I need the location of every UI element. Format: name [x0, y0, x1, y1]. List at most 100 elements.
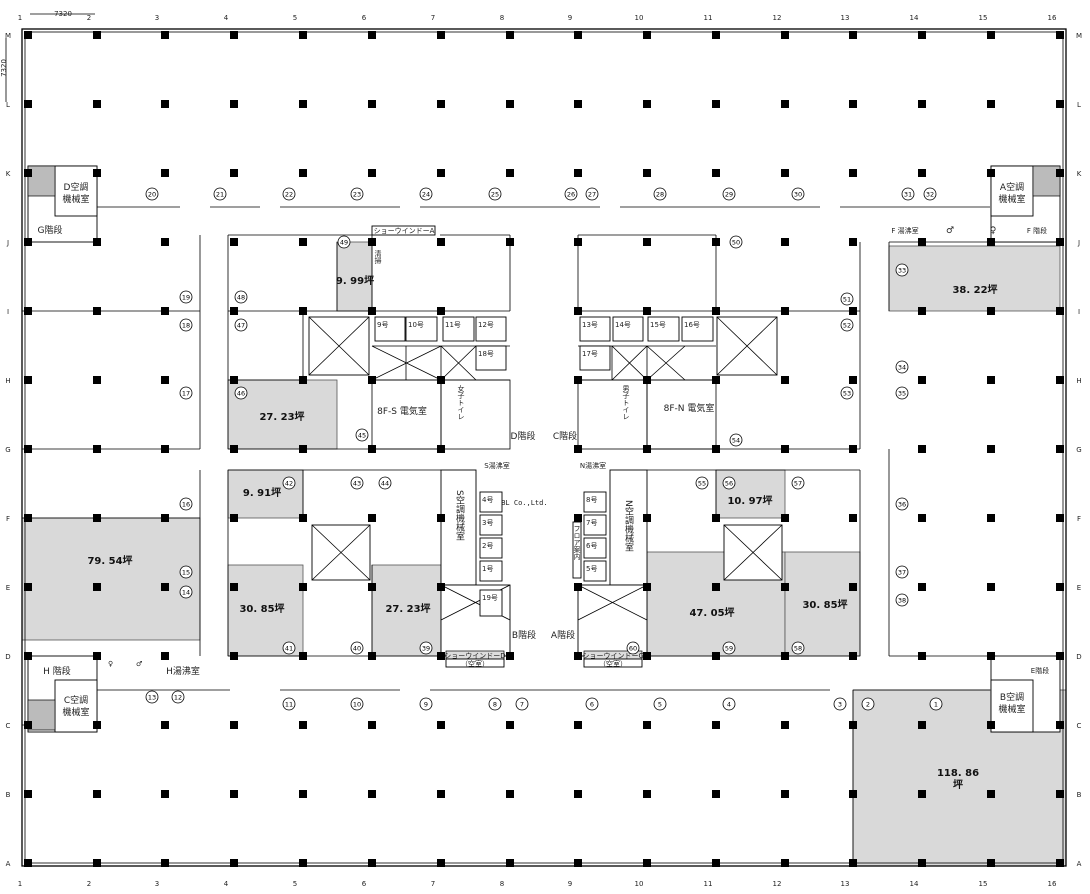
- row-label-left: C: [6, 722, 11, 730]
- pillar: [987, 790, 995, 798]
- b-machine-room-label-2: 機械室: [998, 703, 1025, 715]
- column-label-top: 1: [18, 14, 22, 22]
- pillar: [161, 31, 169, 39]
- row-label-left: E: [6, 584, 10, 592]
- unit-number-circle: [653, 187, 667, 201]
- pillar: [230, 307, 238, 315]
- pillar: [299, 238, 307, 246]
- pillar: [574, 859, 582, 867]
- elevator: [612, 316, 644, 342]
- pillar: [299, 376, 307, 384]
- elevator-label: 19号: [482, 594, 498, 602]
- pillar: [93, 238, 101, 246]
- pillar: [987, 307, 995, 315]
- pillar: [574, 514, 582, 522]
- pillar: [161, 583, 169, 591]
- unit-number-circle: [895, 593, 909, 607]
- unit-number: 59: [725, 645, 733, 653]
- pillar: [368, 376, 376, 384]
- pillar: [643, 31, 651, 39]
- pillar: [918, 31, 926, 39]
- pillar: [781, 238, 789, 246]
- pillar: [24, 238, 32, 246]
- unit-number: 14: [182, 589, 190, 597]
- unit-number: 31: [904, 191, 912, 199]
- unit-number-circle: [585, 697, 599, 711]
- unit-number-circle: [179, 565, 193, 579]
- pillar: [574, 376, 582, 384]
- pillar: [161, 376, 169, 384]
- pillar: [299, 445, 307, 453]
- unit-number: 3: [838, 701, 842, 709]
- area-size-label: 38. 22坪: [952, 283, 997, 296]
- unit-number-circle: [895, 360, 909, 374]
- pillar: [161, 652, 169, 660]
- pillar: [987, 445, 995, 453]
- pillar: [299, 790, 307, 798]
- pillar: [1056, 31, 1064, 39]
- female-symbol-h: ♀: [108, 660, 113, 668]
- a-machine-room-label: A空調: [1000, 181, 1024, 193]
- pillar: [1056, 445, 1064, 453]
- unit-number-circle: [840, 292, 854, 306]
- elevator-label: 14号: [615, 321, 631, 329]
- unit-number: 2: [866, 701, 870, 709]
- unit-number: 21: [216, 191, 224, 199]
- unit-number-circle: [488, 697, 502, 711]
- unit-number: 10: [353, 701, 361, 709]
- pillar: [93, 652, 101, 660]
- unit-number-circle: [923, 187, 937, 201]
- pillar: [299, 514, 307, 522]
- unit-number: 49: [340, 239, 348, 247]
- column-label-bottom: 6: [362, 880, 367, 888]
- pillar: [849, 31, 857, 39]
- pillar: [574, 583, 582, 591]
- pillar: [368, 790, 376, 798]
- unit-number: 58: [794, 645, 802, 653]
- unit-number-circle: [895, 263, 909, 277]
- unit-number: 25: [491, 191, 499, 199]
- pillar: [24, 790, 32, 798]
- pillar: [643, 583, 651, 591]
- elevator-label: 9号: [377, 321, 388, 329]
- elevator-label: 18号: [478, 350, 494, 358]
- unit-number: 1: [934, 701, 938, 709]
- pillar: [437, 445, 445, 453]
- pillar: [918, 169, 926, 177]
- unit-number-circle: [350, 697, 364, 711]
- pillar: [781, 721, 789, 729]
- pillar: [574, 652, 582, 660]
- unit-number: 40: [353, 645, 361, 653]
- pillar: [93, 583, 101, 591]
- showwindow-d-label: ショーウインドーD: [444, 652, 505, 660]
- unit-number: 8: [493, 701, 497, 709]
- pillar: [781, 790, 789, 798]
- row-label-right: L: [1077, 101, 1081, 109]
- pillar: [230, 652, 238, 660]
- pillar: [368, 859, 376, 867]
- floor-guide-board: [572, 521, 582, 579]
- row-label-left: K: [6, 170, 11, 178]
- unit-number-circle: [729, 433, 743, 447]
- unit-number-circle: [145, 690, 159, 704]
- unit-number-circle: [282, 697, 296, 711]
- pillar: [849, 307, 857, 315]
- unit-number: 37: [898, 569, 906, 577]
- unit-number: 42: [285, 480, 293, 488]
- pillar: [230, 859, 238, 867]
- pillar: [368, 238, 376, 246]
- column-label-bottom: 4: [224, 880, 229, 888]
- mens-toilet-label: 男子トイレ: [622, 385, 630, 420]
- unit-number-circle: [840, 386, 854, 400]
- pillar: [574, 790, 582, 798]
- pillar: [643, 238, 651, 246]
- pillar: [918, 376, 926, 384]
- column-label-top: 3: [155, 14, 159, 22]
- pillar: [93, 790, 101, 798]
- pillar: [368, 445, 376, 453]
- unit-number: 4: [727, 701, 731, 709]
- a-stairs-label: A階段: [551, 629, 575, 641]
- unit-number-circle: [234, 290, 248, 304]
- unit-number: 51: [843, 296, 851, 304]
- pillar: [24, 652, 32, 660]
